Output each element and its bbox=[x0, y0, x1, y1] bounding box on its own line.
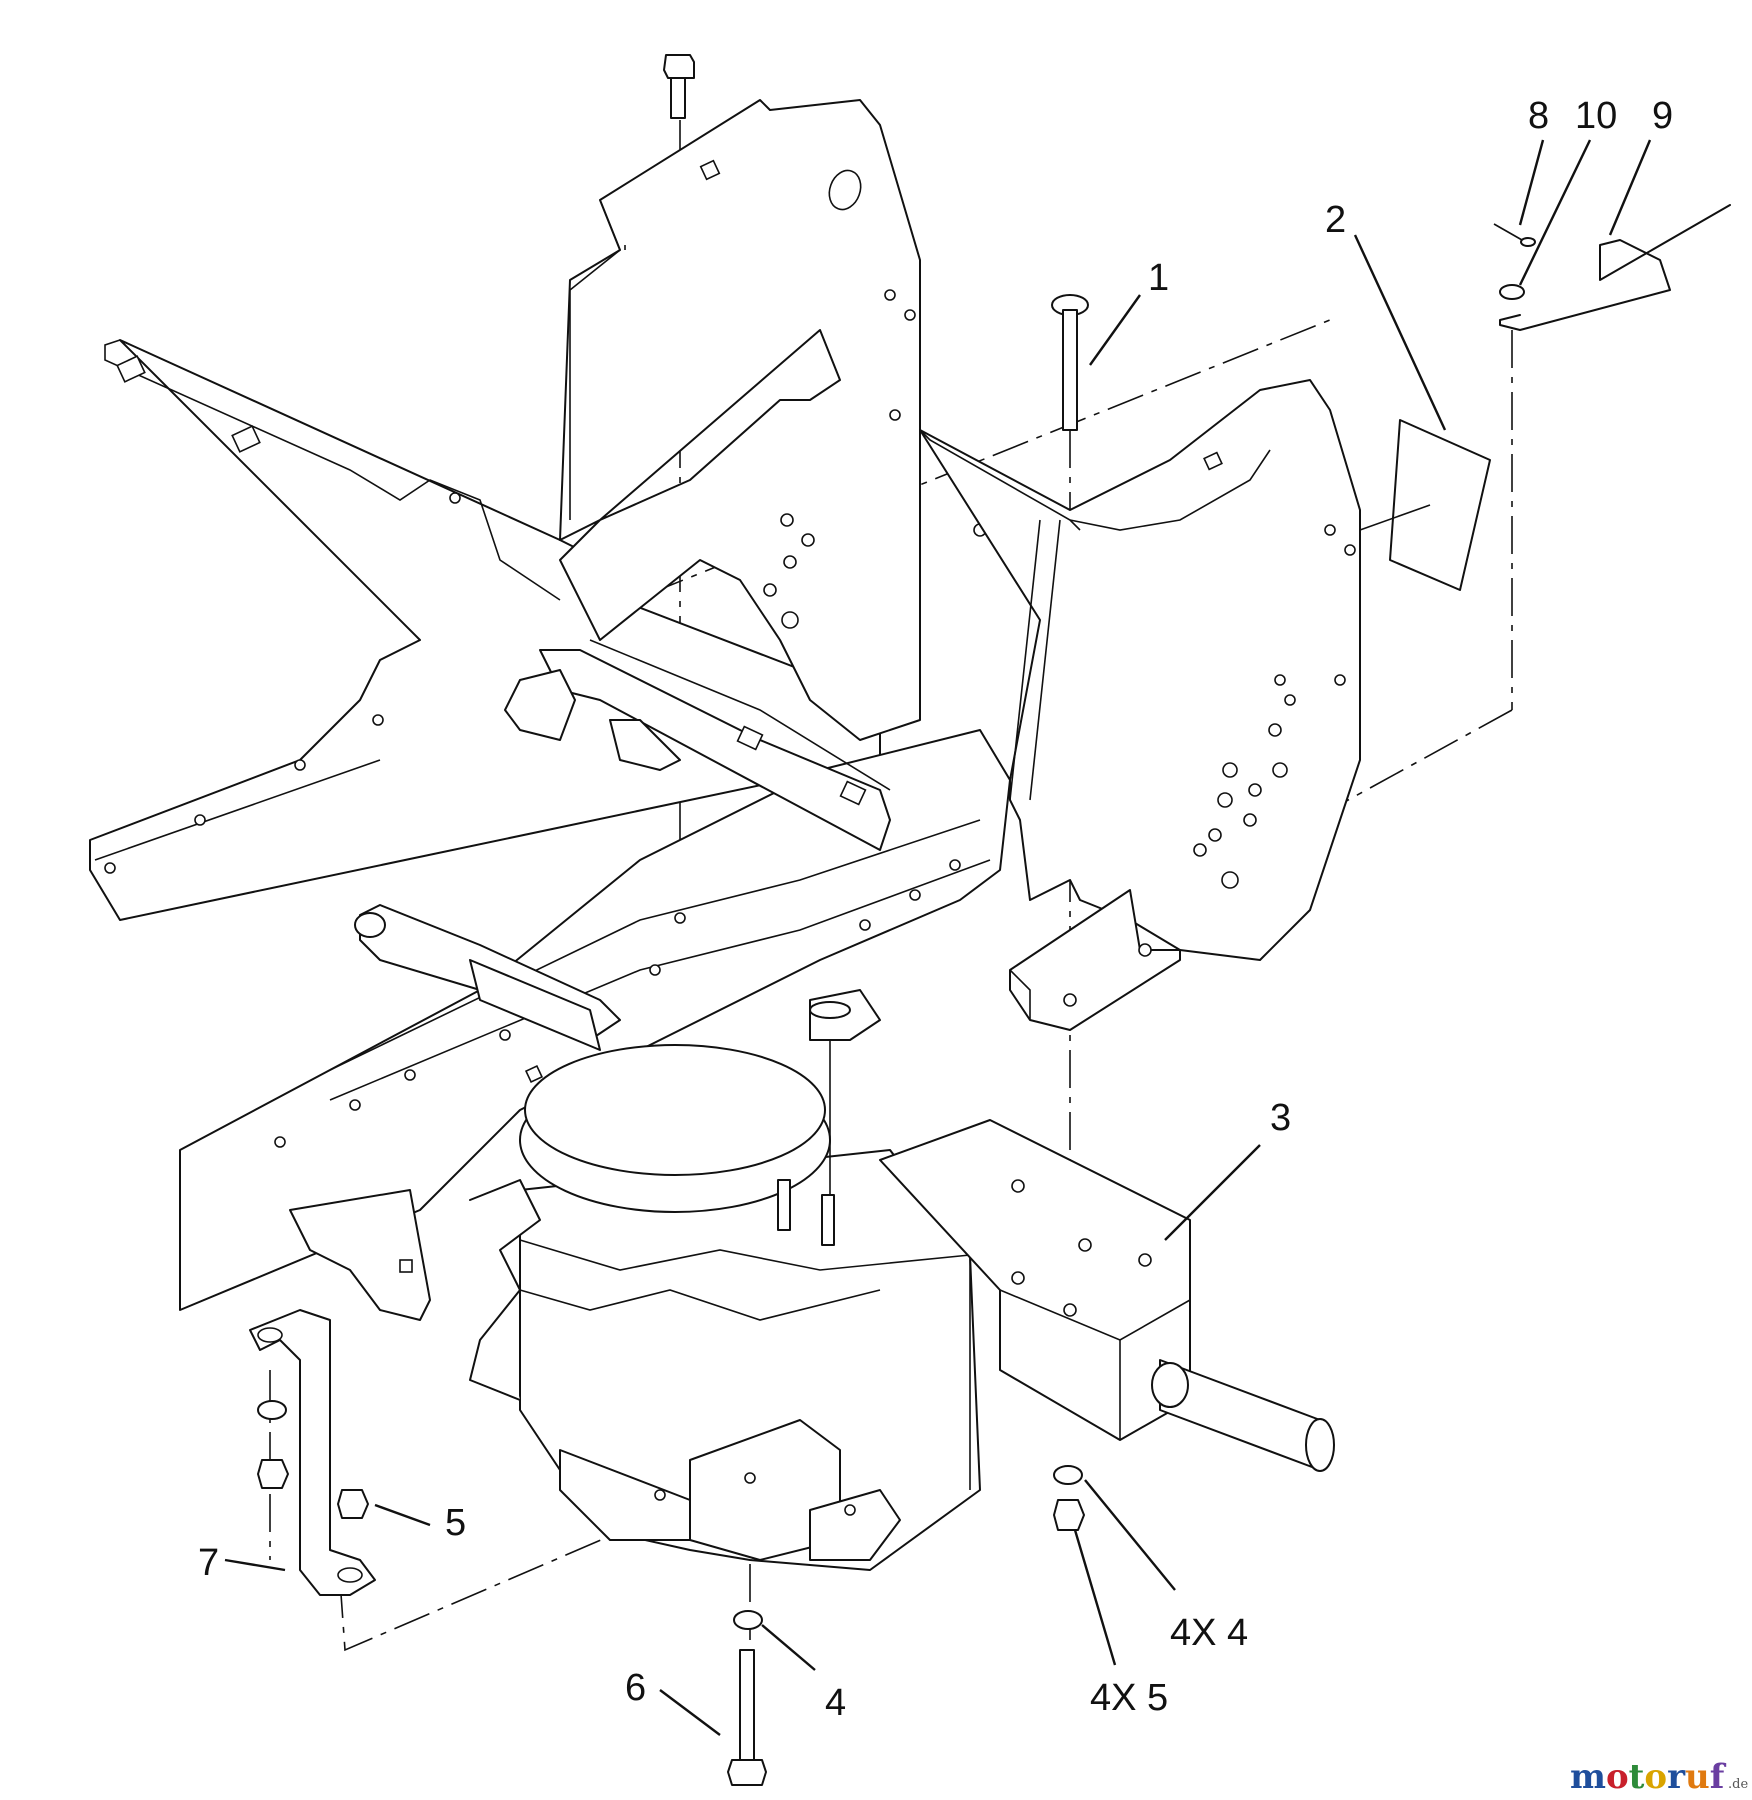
watermark-letter: r bbox=[1667, 1757, 1686, 1797]
watermark-letter: o bbox=[1644, 1757, 1667, 1797]
callout-2: 2 bbox=[1325, 199, 1346, 241]
watermark-letter: u bbox=[1685, 1757, 1710, 1797]
mount-bracket-right bbox=[1009, 889, 1181, 1031]
watermark-logo: motoruf .de bbox=[1570, 1757, 1748, 1797]
callout-4: 4 bbox=[825, 1682, 846, 1724]
axle-stub-left bbox=[354, 904, 621, 1051]
callout-3: 3 bbox=[1270, 1097, 1291, 1139]
frame-upper-panel bbox=[559, 99, 987, 741]
washer-center bbox=[733, 1610, 763, 1630]
watermark-letter: o bbox=[1606, 1757, 1629, 1797]
washer-strap bbox=[257, 1400, 287, 1420]
fasteners bbox=[257, 54, 1731, 1786]
callout-6: 6 bbox=[625, 1667, 646, 1709]
callout-8: 8 bbox=[1528, 95, 1549, 137]
callout-7: 7 bbox=[198, 1542, 219, 1584]
callout-4x4: 4X 4 bbox=[1170, 1612, 1248, 1654]
watermark-letter: m bbox=[1570, 1757, 1606, 1797]
transaxle-assembly bbox=[469, 989, 1335, 1571]
bolt-head-item-6 bbox=[727, 1759, 767, 1786]
callout-1: 1 bbox=[1148, 257, 1169, 299]
watermark-letter: t bbox=[1629, 1757, 1645, 1797]
watermark-letter: f bbox=[1710, 1757, 1727, 1797]
cotter-pin bbox=[1493, 223, 1523, 241]
decal-item-2 bbox=[1389, 419, 1491, 591]
frame-right-plate bbox=[919, 379, 1361, 961]
svg-text:motoruf: motoruf bbox=[1570, 1757, 1727, 1797]
bolt-shank-item-6 bbox=[739, 1649, 755, 1761]
bolt-head-top bbox=[663, 54, 695, 79]
rod-item-9 bbox=[1499, 204, 1731, 331]
callout-4x5: 4X 5 bbox=[1090, 1677, 1168, 1719]
washer-right bbox=[1053, 1465, 1083, 1485]
callout-5: 5 bbox=[445, 1502, 466, 1544]
pin-shank-item-1 bbox=[1062, 309, 1078, 431]
frame-angle-bar bbox=[504, 639, 891, 851]
bolt-shank-top bbox=[670, 77, 686, 119]
callout-labels: 1 2 3 4X 4 4X 5 4 6 5 7 8 10 9 bbox=[198, 95, 1673, 1724]
nut-item-5 bbox=[337, 1489, 369, 1519]
watermark-suffix: .de bbox=[1728, 1777, 1748, 1792]
nut-strap bbox=[257, 1459, 289, 1489]
leader-lines bbox=[224, 139, 1652, 1736]
callout-10: 10 bbox=[1575, 95, 1617, 137]
washer-item-10 bbox=[1499, 284, 1525, 300]
nut-right bbox=[1053, 1499, 1085, 1531]
mount-strap bbox=[249, 1309, 376, 1596]
callout-9: 9 bbox=[1652, 95, 1673, 137]
